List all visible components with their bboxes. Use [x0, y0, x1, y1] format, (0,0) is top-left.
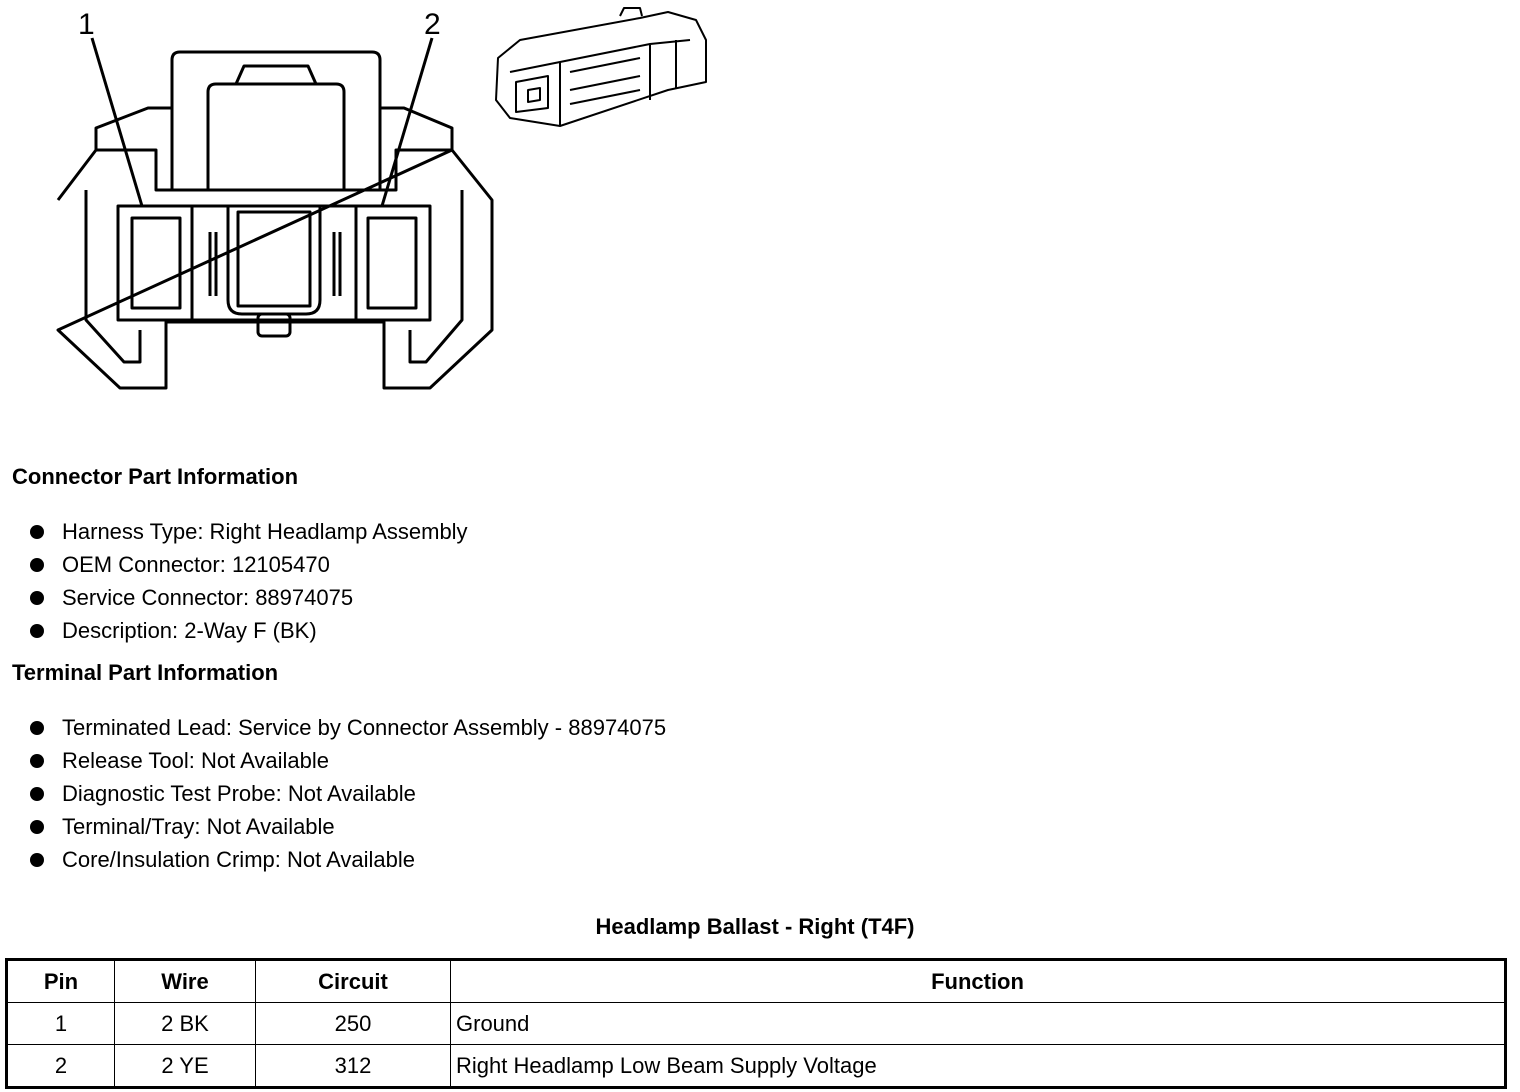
list-item: Core/Insulation Crimp: Not Available	[30, 843, 666, 876]
cell-wire: 2 BK	[114, 1002, 256, 1045]
cell-circuit: 312	[255, 1044, 451, 1088]
bullet-icon	[30, 787, 44, 801]
bullet-icon	[30, 624, 44, 638]
cell-function: Right Headlamp Low Beam Supply Voltage	[450, 1044, 1506, 1088]
terminal-cavity-2	[354, 204, 432, 322]
list-item: Terminated Lead: Service by Connector As…	[30, 711, 666, 744]
list-item: Description: 2-Way F (BK)	[30, 614, 468, 647]
header-wire: Wire	[114, 959, 256, 1003]
bullet-icon	[30, 853, 44, 867]
list-item: Terminal/Tray: Not Available	[30, 810, 666, 843]
list-item: OEM Connector: 12105470	[30, 548, 468, 581]
callout-1-label: 1	[78, 8, 95, 41]
cell-wire: 2 YE	[114, 1044, 256, 1088]
center-key	[256, 312, 292, 338]
bullet-icon	[30, 525, 44, 539]
bullet-icon	[30, 558, 44, 572]
table-row: 2 2 YE 312 Right Headlamp Low Beam Suppl…	[6, 1044, 1506, 1088]
list-item: Harness Type: Right Headlamp Assembly	[30, 515, 468, 548]
cell-function: Ground	[450, 1002, 1506, 1045]
terminal-part-info-heading: Terminal Part Information	[12, 660, 279, 685]
list-item: Diagnostic Test Probe: Not Available	[30, 777, 666, 810]
list-item: Release Tool: Not Available	[30, 744, 666, 777]
bullet-icon	[30, 591, 44, 605]
table-header-row: Pin Wire Circuit Function	[6, 959, 1506, 1003]
table-title: Headlamp Ballast - Right (T4F)	[595, 914, 915, 939]
bullet-icon	[30, 820, 44, 834]
header-function: Function	[450, 959, 1506, 1003]
table-row: 1 2 BK 250 Ground	[6, 1002, 1506, 1045]
connector-body	[56, 106, 494, 390]
callout-leader-1	[90, 37, 144, 207]
cell-circuit: 250	[255, 1002, 451, 1045]
connector-diagram: 1 2	[56, 7, 707, 390]
bullet-icon	[30, 754, 44, 768]
callout-leader-2	[380, 37, 434, 207]
connector-part-info-list: Harness Type: Right Headlamp Assembly OE…	[30, 515, 468, 647]
terminal-cavity-1	[116, 204, 194, 322]
cell-pin: 1	[6, 1002, 115, 1045]
terminal-part-info-list: Terminated Lead: Service by Connector As…	[30, 711, 666, 876]
list-item: Service Connector: 88974075	[30, 581, 468, 614]
header-circuit: Circuit	[255, 959, 451, 1003]
pinout-table: Pin Wire Circuit Function 1 2 BK 250 Gro…	[5, 958, 1507, 1089]
bullet-icon	[30, 721, 44, 735]
connector-3d-view	[495, 7, 707, 127]
connector-part-info-heading: Connector Part Information	[12, 464, 299, 489]
cell-pin: 2	[6, 1044, 115, 1088]
header-pin: Pin	[6, 959, 115, 1003]
connector-latch	[170, 50, 382, 190]
callout-2-label: 2	[424, 8, 441, 41]
